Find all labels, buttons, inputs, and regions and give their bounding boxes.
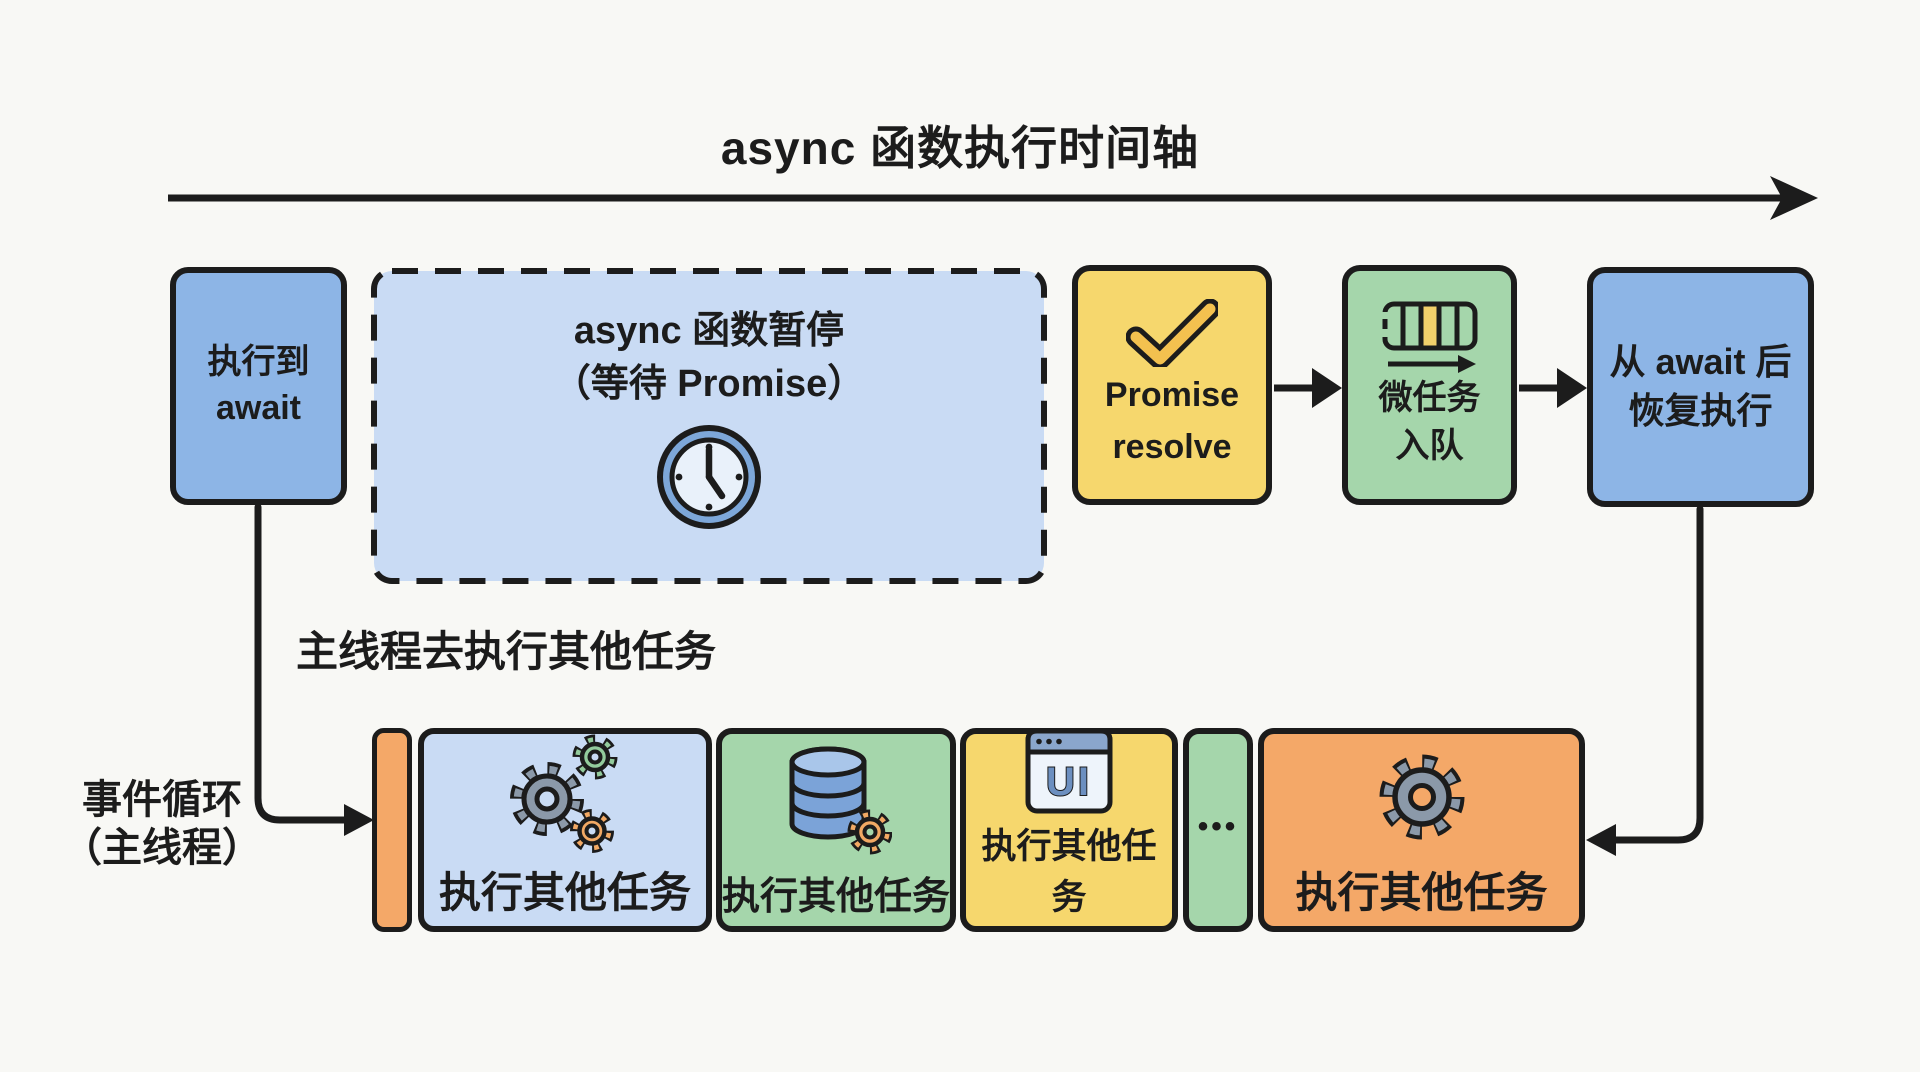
task-sliver: [372, 728, 412, 932]
gear-icon: [1379, 754, 1464, 839]
node-async-paused: async 函数暂停 （等待 Promise）: [370, 267, 1048, 585]
task-other-1: 执行其他任务: [418, 728, 712, 932]
node-resume-after-await: 从 await 后 恢复执行: [1587, 267, 1814, 507]
task-other-3: UI 执行其他任务: [960, 728, 1178, 932]
task-label: 执行其他任务: [438, 869, 691, 916]
event-loop-label-line1: 事件循环: [82, 778, 242, 822]
queue-icon: [1380, 301, 1477, 374]
task-other-2: 执行其他任务: [716, 728, 956, 932]
connector-resume-to-eventloop-icon: [1586, 505, 1704, 856]
node-run-to-await-line1: 执行到: [207, 343, 310, 382]
node-microtask-line1: 微任务: [1378, 379, 1481, 418]
checkmark-icon: [1126, 299, 1218, 368]
database-icon: [789, 746, 892, 854]
timeline-arrow-icon: [168, 176, 1818, 220]
task-label: 执行其他任务: [722, 876, 951, 918]
ui-icon-text: UI: [1046, 760, 1092, 804]
ui-window-icon: UI: [1025, 728, 1113, 814]
arrow-resolve-to-microtask-icon: [1274, 368, 1342, 408]
task-other-4: 执行其他任务: [1258, 728, 1585, 932]
node-microtask-line2: 入队: [1395, 427, 1464, 465]
event-loop-label-line2: （主线程）: [62, 826, 262, 870]
arrow-microtask-to-resume-icon: [1519, 368, 1587, 408]
node-async-paused-line1: async 函数暂停: [573, 310, 845, 352]
task-ellipsis: •••: [1183, 728, 1253, 932]
node-resume-line2: 恢复执行: [1628, 390, 1773, 431]
page-title: async 函数执行时间轴: [720, 122, 1200, 174]
node-async-paused-line2: （等待 Promise）: [552, 363, 866, 406]
node-promise-resolve-line2: resolve: [1112, 428, 1232, 466]
main-thread-note: 主线程去执行其他任务: [296, 628, 717, 675]
node-resume-line1: 从 await 后: [1609, 341, 1792, 383]
event-loop-label: 事件循环 （主线程）: [52, 776, 272, 872]
gears-icon: [510, 734, 618, 853]
clock-icon: [657, 425, 761, 530]
node-promise-resolve: Promise resolve: [1072, 265, 1272, 505]
task-label: 执行其他任务: [981, 827, 1157, 917]
node-promise-resolve-line1: Promise: [1104, 376, 1240, 415]
node-microtask-enqueue: 微任务 入队: [1342, 265, 1517, 505]
ellipsis-icon: •••: [1197, 810, 1239, 843]
task-label: 执行其他任务: [1295, 869, 1548, 916]
node-run-to-await: 执行到 await: [170, 267, 347, 505]
node-run-to-await-line2: await: [215, 389, 302, 427]
